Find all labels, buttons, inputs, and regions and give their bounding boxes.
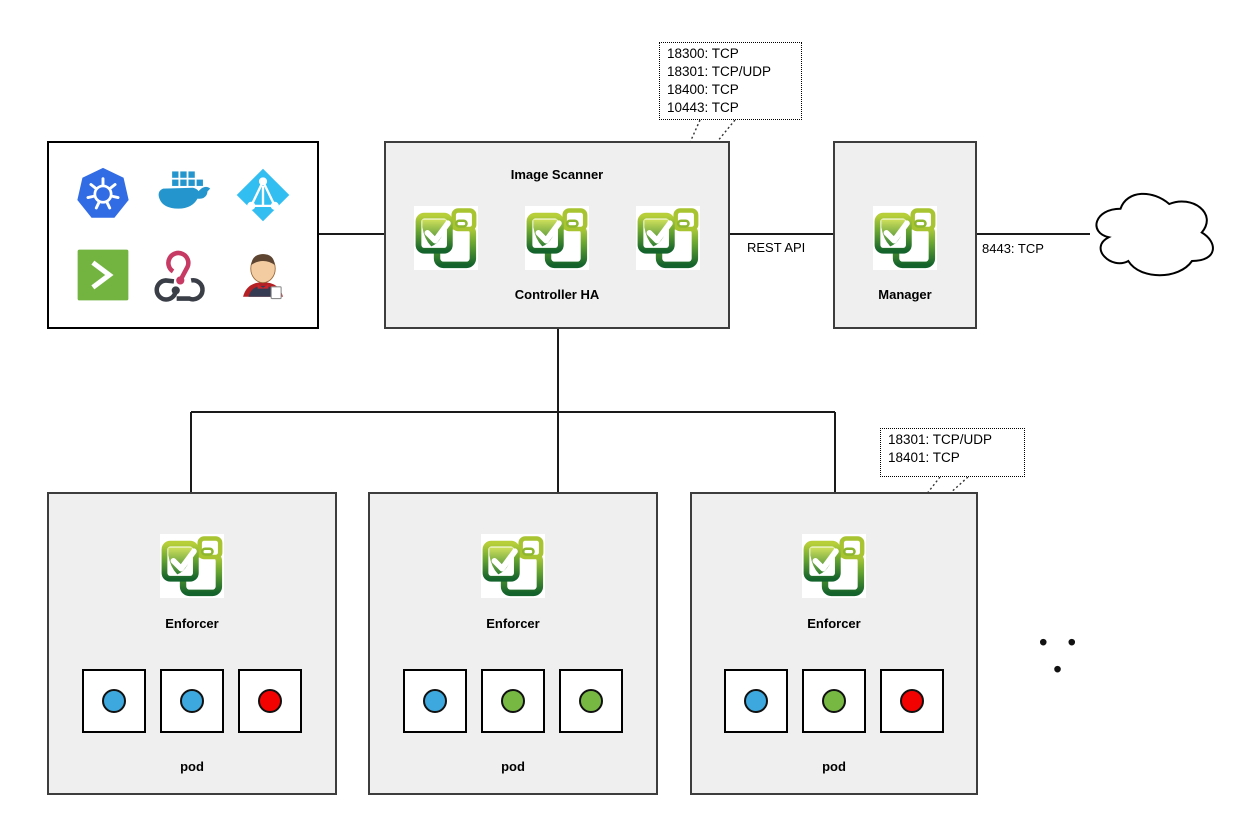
pod-status-dot-green — [501, 689, 525, 713]
pod-square — [238, 669, 302, 733]
manager-logo-row — [873, 206, 937, 270]
enforcer-label: Enforcer — [807, 616, 861, 631]
pod-status-dot-green — [822, 689, 846, 713]
jenkins-icon — [243, 254, 283, 300]
pod-square — [559, 669, 623, 733]
enforcer-label: Enforcer — [165, 616, 219, 631]
controller-ha-label: Controller HA — [514, 287, 600, 302]
enforcer-ports-callout: 18301: TCP/UDP 18401: TCP — [880, 428, 1025, 477]
pod-square — [403, 669, 467, 733]
enforcer-label: Enforcer — [486, 616, 540, 631]
controller-logo-row — [414, 206, 700, 270]
neuvector-logo — [525, 206, 589, 270]
image-scanner-label: Image Scanner — [510, 167, 604, 182]
integrations-box — [47, 141, 319, 329]
pod-status-dot-blue — [744, 689, 768, 713]
port-line: 10443: TCP — [667, 100, 739, 115]
kubernetes-icon — [77, 167, 129, 218]
neuvector-logo — [802, 534, 866, 598]
pod-status-dot-green — [579, 689, 603, 713]
port-line: 18301: TCP/UDP — [667, 64, 772, 79]
controller-ports-callout: 18300: TCP 18301: TCP/UDP 18400: TCP 104… — [659, 42, 802, 120]
neuvector-logo — [481, 534, 545, 598]
pod-row — [403, 669, 623, 733]
pod-square — [802, 669, 866, 733]
pod-status-dot-blue — [180, 689, 204, 713]
manager-cloud-port-label: 8443: TCP — [982, 241, 1044, 256]
pod-status-dot-red — [900, 689, 924, 713]
port-line: 18301: TCP/UDP — [888, 432, 993, 447]
pod-label: pod — [501, 759, 525, 774]
pod-row — [724, 669, 944, 733]
port-line: 18300: TCP — [667, 46, 739, 61]
cloud-shape — [1095, 192, 1214, 277]
rest-api-edge-label: REST API — [747, 240, 806, 255]
pod-status-dot-blue — [102, 689, 126, 713]
pod-square — [481, 669, 545, 733]
pod-square — [724, 669, 788, 733]
pod-label: pod — [822, 759, 846, 774]
pod-label: pod — [180, 759, 204, 774]
azure-ad-icon — [236, 168, 290, 222]
pod-square — [160, 669, 224, 733]
terminal-icon — [77, 249, 129, 301]
neuvector-logo — [414, 206, 478, 270]
webhook-icon — [154, 250, 205, 302]
manager-box: Manager — [833, 141, 977, 329]
more-nodes-ellipsis: • • • — [1039, 629, 1083, 682]
enforcer-box-3: Enforcer pod — [690, 492, 978, 795]
enforcer-box-1: Enforcer pod — [47, 492, 337, 795]
enforcer-box-2: Enforcer pod — [368, 492, 658, 795]
port-line: 18401: TCP — [888, 450, 960, 465]
pod-status-dot-blue — [423, 689, 447, 713]
neuvector-logo — [636, 206, 700, 270]
docker-icon — [158, 171, 211, 209]
controller-box: Image Scanner Controller HA — [384, 141, 730, 329]
port-line: 18400: TCP — [667, 82, 739, 97]
neuvector-logo — [873, 206, 937, 270]
manager-label: Manager — [878, 287, 932, 302]
integration-icon-grid — [49, 143, 317, 327]
neuvector-logo — [160, 534, 224, 598]
pod-status-dot-red — [258, 689, 282, 713]
pod-square — [880, 669, 944, 733]
pod-square — [82, 669, 146, 733]
pod-row — [82, 669, 302, 733]
